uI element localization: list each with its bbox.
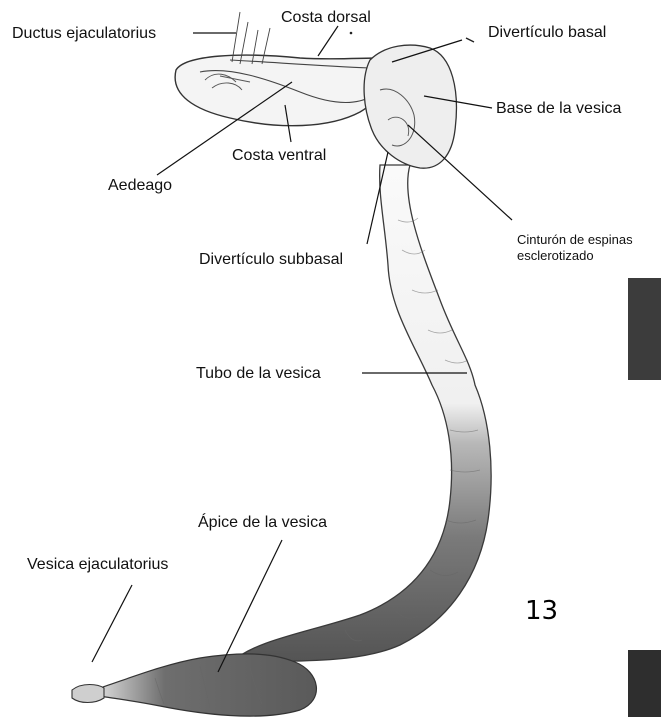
label-cinturon-line2: esclerotizado [517,248,661,264]
label-cinturon-espinas: Cinturón de espinas esclerotizado [517,232,661,264]
label-diverticulo-basal: Divertículo basal [488,25,606,41]
edge-block-upper [628,278,661,380]
label-apice-vesica: Ápice de la vesica [198,515,327,531]
vesica-tube [232,165,491,662]
label-tubo-vesica: Tubo de la vesica [196,366,321,382]
label-ductus-ejaculatorius: Ductus ejaculatorius [12,26,156,42]
label-costa-ventral: Costa ventral [232,148,326,164]
edge-block-lower [628,650,661,717]
label-vesica-ejaculatorius: Vesica ejaculatorius [27,557,168,573]
leader-costa-dorsal [318,26,338,56]
vesica-ejaculatorius-tip [72,685,104,703]
label-costa-dorsal: Costa dorsal [281,10,371,26]
figure-number: 13 [525,598,558,624]
label-diverticulo-subbasal: Divertículo subbasal [199,252,343,268]
leader-vesica-ejaculatorius [92,585,132,662]
label-cinturon-line1: Cinturón de espinas [517,232,661,248]
label-base-vesica: Base de la vesica [496,101,621,117]
leader-cinturon [408,125,512,220]
vesica-apex [100,654,316,716]
label-aedeago: Aedeago [108,178,172,194]
